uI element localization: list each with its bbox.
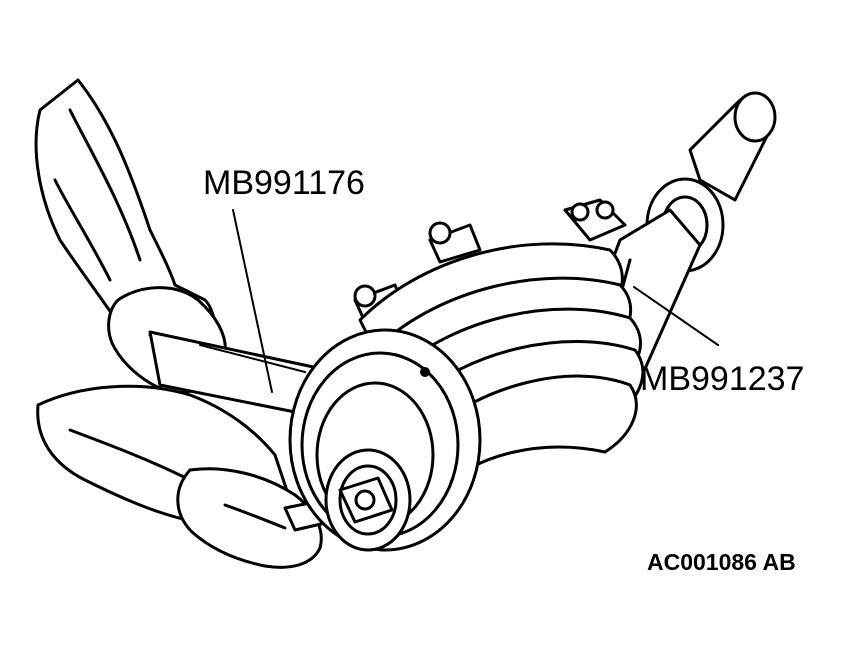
center-nut — [324, 448, 412, 552]
figure-code: AC001086 AB — [647, 549, 796, 575]
tool-label-mb991237: MB991237 — [640, 360, 805, 398]
leader-lines — [232, 209, 719, 393]
tool-label-mb991176: MB991176 — [203, 164, 365, 202]
